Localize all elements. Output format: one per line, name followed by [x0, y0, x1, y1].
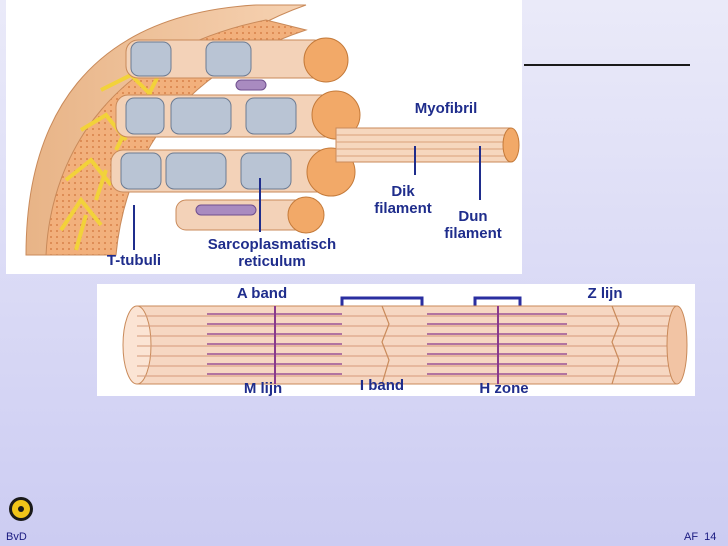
bracket-i-band: [340, 296, 424, 306]
label-t-tubuli: T-tubuli: [106, 252, 162, 269]
label-myofibril: Myofibril: [414, 100, 478, 117]
label-dik-filament: Dik filament: [374, 183, 432, 217]
cylinder-left-end: [122, 305, 152, 385]
label-a-band: A band: [236, 285, 288, 302]
label-dun-filament: Dun filament: [444, 208, 502, 242]
cylinder-right-end: [666, 305, 688, 385]
footer-slide-number: AF 14: [684, 531, 717, 543]
sarcoplasmic-reticulum-blocks: [120, 41, 297, 190]
label-i-band: I band: [359, 377, 405, 394]
muscle-fiber-figure: Myofibril Dik filament Dun filament Sarc…: [6, 0, 522, 274]
myofibril-end-caps: [287, 37, 361, 234]
myofibril-protrusion: [335, 127, 512, 163]
label-z-lijn: Z lijn: [587, 285, 623, 302]
label-h-zone: H zone: [479, 380, 529, 397]
t-tubule-network: [59, 42, 188, 251]
sarcomere-illustration: [122, 296, 688, 385]
bracket-h-zone: [473, 296, 522, 306]
myofibril-cylinder: [136, 305, 678, 385]
muscle-fiber-illustration: [25, 4, 520, 256]
footer-author: BvD: [6, 531, 27, 543]
label-sarcoplasmatisch-reticulum: Sarcoplasmatisch reticulum: [207, 236, 337, 270]
sarcomere-figure: A band Z lijn M lijn I band H zone: [97, 284, 695, 397]
university-seal-logo: [8, 496, 34, 522]
z-line-1: [381, 305, 390, 385]
title-underline: [524, 64, 690, 66]
label-m-lijn: M lijn: [243, 380, 283, 397]
z-line-2: [611, 305, 620, 385]
myofibril-end: [502, 127, 520, 163]
